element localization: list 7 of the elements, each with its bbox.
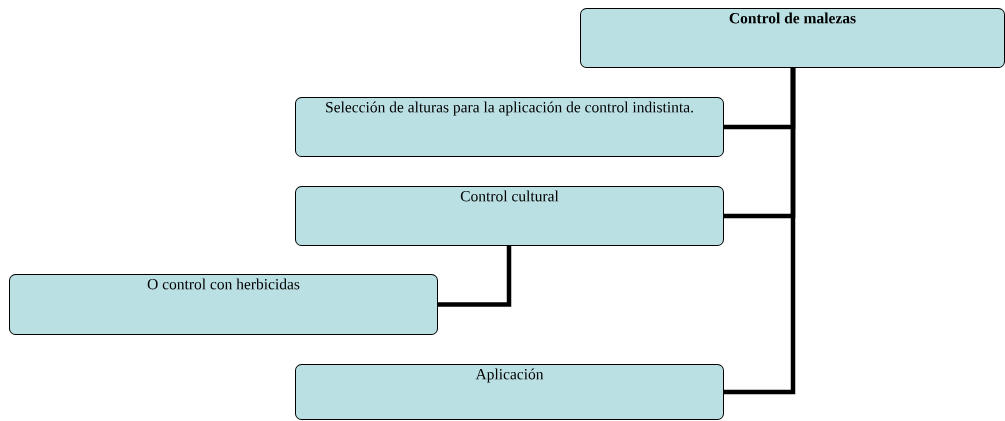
connector-line xyxy=(438,246,512,307)
rounded-box: Aplicación xyxy=(295,364,724,420)
rounded-box: O control con herbicidas xyxy=(9,274,438,335)
rounded-box: Selección de alturas para la aplicación de control indistinta. xyxy=(295,97,724,157)
rounded-box: Control cultural xyxy=(295,186,724,246)
connector-line xyxy=(724,68,796,395)
rounded-box: Control de malezas xyxy=(580,8,1005,68)
